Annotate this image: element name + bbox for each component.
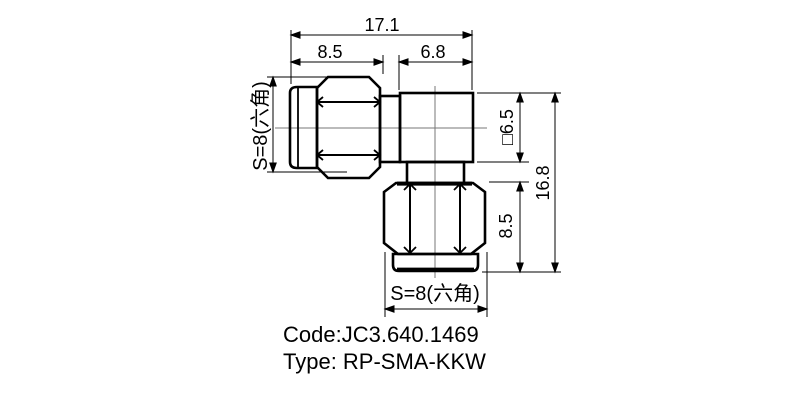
extension-lines bbox=[267, 30, 561, 317]
dimension-lines bbox=[269, 31, 559, 313]
dim-label-overall-width: 17.1 bbox=[364, 15, 399, 35]
connector-outline bbox=[288, 75, 487, 273]
collar bbox=[378, 94, 402, 164]
dim-label-vertical-length: 8.5 bbox=[496, 213, 516, 238]
dim-label-bottom-hex: S=8(六角) bbox=[390, 282, 479, 305]
left-hex-nut bbox=[315, 75, 382, 180]
note-type: Type: RP-SMA-KKW bbox=[283, 349, 486, 374]
dim-label-overall-height: 16.8 bbox=[533, 165, 553, 200]
left-plug-sleeve bbox=[288, 85, 319, 170]
dim-label-left-hex: S=8(六角) bbox=[249, 81, 272, 170]
note-code: Code:JC3.640.1469 bbox=[283, 322, 479, 347]
dim-label-body-width: 6.8 bbox=[420, 42, 445, 62]
dim-label-hex-length: 8.5 bbox=[317, 42, 342, 62]
dim-label-body-square: □6.5 bbox=[497, 109, 517, 145]
